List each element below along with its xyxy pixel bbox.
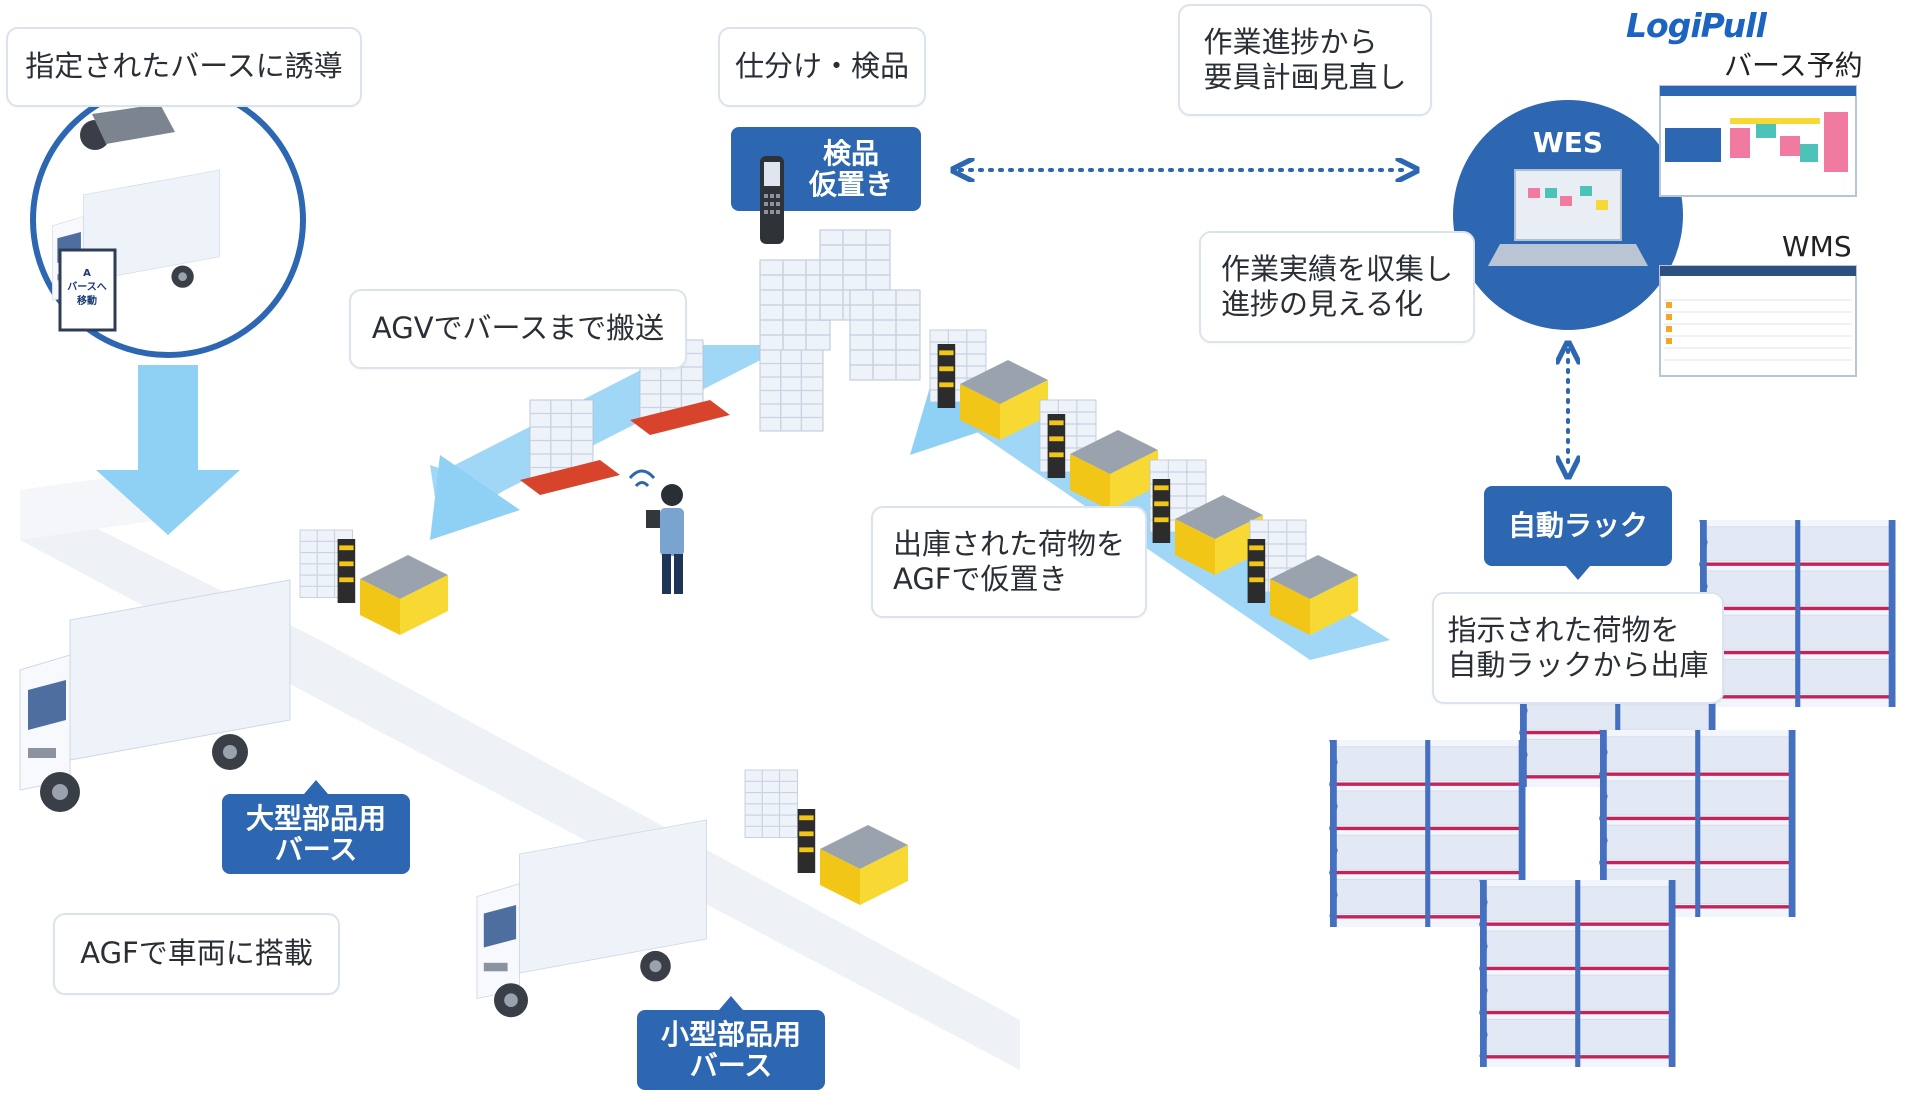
tag-large-berth-text: 大型部品用 バース	[245, 801, 386, 866]
tag-small-berth-pointer	[719, 996, 743, 1010]
wms-label: WMS	[1782, 230, 1852, 263]
down-arrow	[96, 365, 240, 535]
callout-collect-results-line-1: 作業実績を収集し	[1220, 251, 1453, 286]
wes-label: WES	[1533, 126, 1603, 159]
callout-agv-transport-text: AGVでバースまで搬送	[371, 311, 665, 346]
worker	[628, 469, 684, 594]
callout-rack-dispatch-line-2: 自動ラックから出庫	[1447, 648, 1709, 682]
callout-staff-replan-line-2: 要員計画見直し	[1203, 60, 1407, 94]
berth-guidance-inset: A バースへ 移動	[30, 82, 306, 358]
callout-agv-transport: AGVでバースまで搬送	[349, 289, 687, 369]
wms-screen	[1659, 265, 1857, 377]
callout-agf-temp-place-line-1: 出庫された荷物を	[892, 526, 1125, 561]
tag-large-berth-pointer	[304, 780, 328, 794]
callout-staff-replan-line-1: 作業進捗から	[1203, 24, 1378, 59]
agv-conveyor	[430, 345, 790, 540]
callout-agf-loading-text: AGFで車両に搭載	[80, 936, 313, 971]
handheld-scanner-icon	[757, 123, 787, 245]
berth-reservation-label: バース予約	[1724, 49, 1863, 82]
sign-line-3: 移動	[77, 294, 97, 307]
callout-guide-to-berth-text: 指定されたバースに誘導	[25, 49, 343, 84]
callout-sorting-inspection-text: 仕分け・検品	[734, 49, 909, 84]
callout-agf-temp-place: 出庫された荷物を AGFで仮置き	[871, 506, 1147, 618]
tag-small-berth: 小型部品用 バース	[637, 996, 825, 1090]
tag-auto-rack-text: 自動ラック	[1507, 509, 1648, 543]
tag-small-berth-text: 小型部品用 バース	[660, 1017, 801, 1082]
callout-guide-to-berth: 指定されたバースに誘導	[6, 27, 362, 107]
callout-agf-loading: AGFで車両に搭載	[53, 913, 340, 995]
callout-agf-temp-place-line-2: AGFで仮置き	[892, 562, 1068, 596]
callout-rack-dispatch-line-1: 指示された荷物を	[1447, 612, 1680, 647]
sign-line-1: A	[83, 268, 91, 279]
callout-collect-results-line-2: 進捗の見える化	[1220, 287, 1424, 321]
small-truck	[476, 819, 707, 1018]
tag-inspection-temp: 検品 仮置き	[731, 127, 921, 245]
callout-staff-replan: 作業進捗から 要員計画見直し	[1178, 4, 1432, 116]
tag-large-berth: 大型部品用 バース	[222, 780, 410, 874]
agf-loader-large	[299, 529, 448, 635]
sign-line-2: バースへ	[67, 281, 107, 293]
callout-sorting-inspection: 仕分け・検品	[718, 27, 926, 107]
tag-auto-rack: 自動ラック	[1484, 486, 1672, 580]
tag-auto-rack-pointer	[1566, 566, 1590, 580]
tag-inspection-temp-text: 検品 仮置き	[808, 136, 893, 201]
agv-cart	[520, 339, 730, 495]
logipull-logo: LogiPull	[1626, 6, 1767, 45]
callout-rack-dispatch: 指示された荷物を 自動ラックから出庫	[1432, 592, 1724, 704]
large-truck	[19, 579, 291, 813]
berth-reservation-screen	[1659, 85, 1857, 197]
wes-hub: WES	[1453, 100, 1683, 330]
callout-collect-results: 作業実績を収集し 進捗の見える化	[1199, 231, 1475, 343]
